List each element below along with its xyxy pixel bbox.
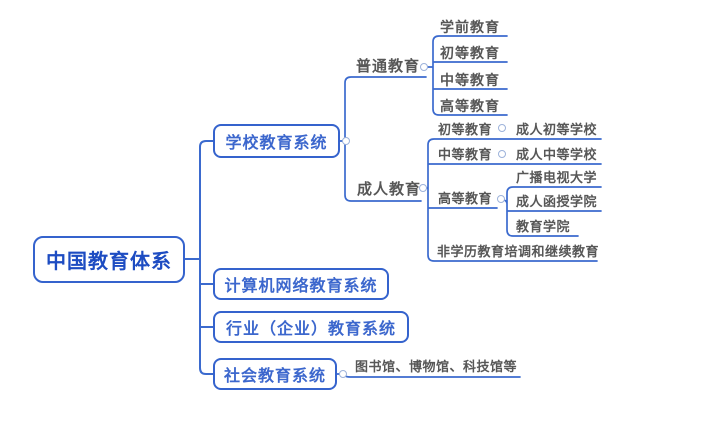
connector-adult-children bbox=[424, 138, 602, 262]
secondary-adult-toggle-icon[interactable] bbox=[498, 150, 506, 158]
node-higher-education-general[interactable]: 高等教育 bbox=[440, 98, 500, 114]
node-non-degree-training-continuing-education[interactable]: 非学历教育培调和继续教育 bbox=[437, 244, 600, 259]
node-social-education-system-label: 社会教育系统 bbox=[223, 368, 326, 385]
node-library-museum-science-center[interactable]: 图书馆、博物馆、科技馆等 bbox=[355, 359, 518, 374]
node-adult-primary-school[interactable]: 成人初等学校 bbox=[516, 122, 598, 137]
node-secondary-education-adult[interactable]: 中等教育 bbox=[438, 147, 493, 162]
school-education-toggle-icon[interactable] bbox=[342, 137, 350, 145]
node-primary-education-adult[interactable]: 初等教育 bbox=[438, 122, 493, 137]
social-education-toggle-icon[interactable] bbox=[339, 370, 347, 378]
adult-education-toggle-icon[interactable] bbox=[419, 184, 427, 192]
node-secondary-education-general[interactable]: 中等教育 bbox=[440, 72, 500, 88]
node-social-education-system[interactable]: 社会教育系统 bbox=[213, 358, 337, 390]
node-adult-correspondence-college[interactable]: 成人函授学院 bbox=[516, 194, 598, 209]
connector-root-branches bbox=[184, 140, 214, 375]
node-adult-secondary-school[interactable]: 成人中等学校 bbox=[516, 147, 598, 162]
primary-adult-toggle-icon[interactable] bbox=[498, 124, 506, 132]
general-education-toggle-icon[interactable] bbox=[420, 63, 428, 71]
connector-general-children bbox=[426, 35, 508, 116]
node-computer-network-education-system-label: 计算机网络教育系统 bbox=[224, 278, 378, 295]
node-preschool-education[interactable]: 学前教育 bbox=[440, 19, 500, 35]
node-root[interactable]: 中国教育体系 bbox=[33, 236, 185, 283]
node-industry-education-system-label: 行业（企业）教育系统 bbox=[225, 321, 396, 338]
higher-adult-toggle-icon[interactable] bbox=[497, 195, 505, 203]
node-higher-education-adult[interactable]: 高等教育 bbox=[438, 191, 493, 206]
node-school-education-system[interactable]: 学校教育系统 bbox=[213, 124, 340, 158]
node-radio-tv-university[interactable]: 广播电视大学 bbox=[516, 170, 598, 185]
node-root-label: 中国教育体系 bbox=[46, 251, 172, 273]
node-school-education-system-label: 学校教育系统 bbox=[225, 135, 328, 152]
node-adult-education[interactable]: 成人教育 bbox=[357, 181, 422, 198]
node-primary-education-general[interactable]: 初等教育 bbox=[440, 45, 500, 61]
node-computer-network-education-system[interactable]: 计算机网络教育系统 bbox=[213, 268, 389, 300]
node-education-college[interactable]: 教育学院 bbox=[516, 219, 571, 234]
node-general-education[interactable]: 普通教育 bbox=[356, 58, 421, 75]
node-industry-education-system[interactable]: 行业（企业）教育系统 bbox=[213, 311, 409, 343]
